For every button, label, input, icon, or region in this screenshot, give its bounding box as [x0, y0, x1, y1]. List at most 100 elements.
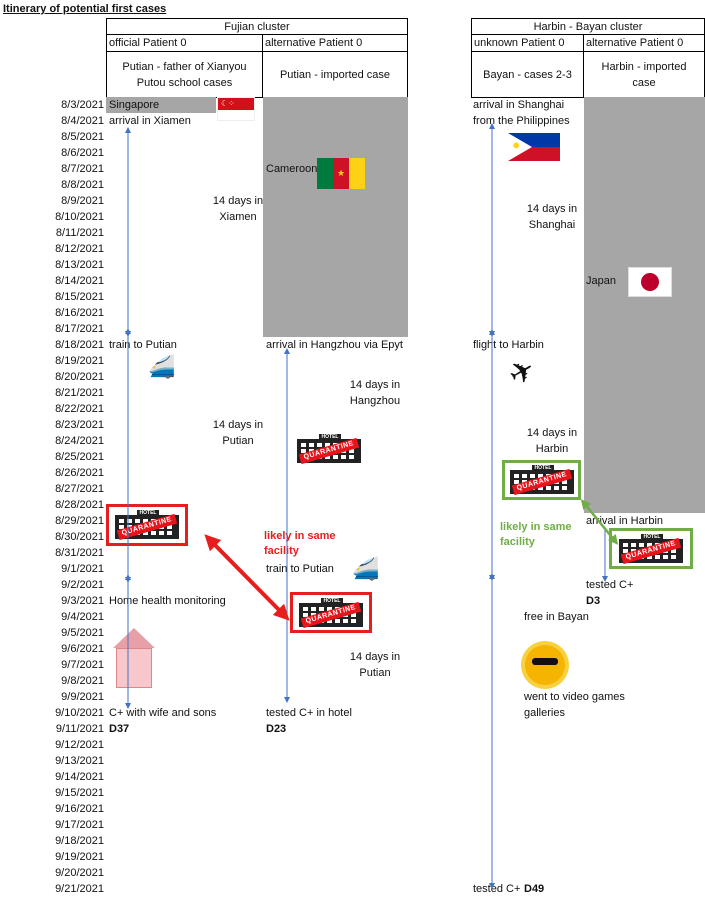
date-label: 8/4/2021: [61, 115, 104, 127]
window: [303, 613, 308, 617]
singapore-label: Singapore: [109, 99, 160, 111]
date-label: 9/7/2021: [61, 659, 104, 671]
flight-harbin-label: flight to Harbin: [473, 339, 544, 351]
hotel-sign: HOTEL: [137, 510, 159, 517]
window: [119, 525, 124, 529]
fujian-col1-desc: Putian - father of Xianyou Putou school …: [106, 51, 263, 98]
train-icon: 🚄: [148, 354, 176, 379]
cameroon-label: Cameroon: [266, 163, 318, 175]
tested-positive-label: tested C+: [586, 579, 634, 591]
date-label: 8/5/2021: [61, 131, 104, 143]
date-label: 9/4/2021: [61, 611, 104, 623]
days-hangzhou-label: 14 days in Hangzhou: [349, 379, 401, 407]
gray-fill: [263, 97, 408, 337]
day-count: D3: [586, 595, 601, 607]
date-label: 9/16/2021: [55, 803, 104, 815]
sun-sunglasses-icon: [520, 640, 570, 690]
date-label: 9/5/2021: [61, 627, 104, 639]
fujian-col1-header: official Patient 0: [106, 34, 263, 52]
window: [671, 555, 676, 559]
window: [333, 455, 338, 459]
window: [143, 531, 148, 535]
window: [351, 619, 356, 623]
date-label: 8/17/2021: [55, 323, 104, 335]
harbin-cluster-header: Harbin - Bayan cluster: [471, 18, 705, 35]
home-monitoring-label: Home health monitoring: [109, 595, 226, 607]
date-label: 9/1/2021: [61, 563, 104, 575]
date-label: 9/6/2021: [61, 643, 104, 655]
tested-positive-label: tested C+ in hotel: [266, 707, 352, 719]
date-label: 8/26/2021: [55, 467, 104, 479]
date-label: 8/14/2021: [55, 275, 104, 287]
window: [530, 474, 535, 478]
japan-flag-icon: [628, 267, 672, 297]
airplane-icon: ✈: [503, 351, 542, 394]
window: [546, 486, 551, 490]
days-harbin-label: 14 days in Harbin: [526, 427, 578, 455]
window: [167, 525, 172, 529]
quarantine-highlight-box: [609, 528, 693, 569]
hotel-sign: HOTEL: [641, 534, 663, 541]
quarantine-highlight-box: [502, 460, 581, 500]
window: [341, 455, 346, 459]
harbin-col1-header: unknown Patient 0: [471, 34, 584, 52]
window: [335, 619, 340, 623]
page-title: Itinerary of potential first cases: [3, 3, 167, 15]
date-label: 8/13/2021: [55, 259, 104, 271]
arrival-xiamen-label: arrival in Xiamen: [109, 115, 191, 127]
date-label: 8/25/2021: [55, 451, 104, 463]
train-putian-label: train to Putian: [266, 563, 334, 575]
harbin-col1-desc: Bayan - cases 2-3: [471, 51, 584, 98]
window: [119, 519, 124, 523]
date-label: 8/9/2021: [61, 195, 104, 207]
harbin-col2-header: alternative Patient 0: [583, 34, 705, 52]
date-label: 9/19/2021: [55, 851, 104, 863]
date-label: 8/10/2021: [55, 211, 104, 223]
cameroon-flag-icon: ★: [317, 158, 365, 189]
quarantine-highlight-box: [106, 504, 188, 546]
days-shanghai-label: 14 days in Shanghai: [526, 203, 578, 231]
date-label: 8/11/2021: [55, 227, 104, 239]
quarantine-highlight-box: [290, 592, 372, 633]
hotel-sign: HOTEL: [532, 465, 554, 472]
train-putian-label: train to Putian: [109, 339, 177, 351]
date-label: 9/11/2021: [55, 723, 104, 735]
window: [623, 543, 628, 547]
window: [303, 607, 308, 611]
tested-positive-label: tested C+: [473, 883, 521, 895]
gray-fill: [584, 97, 705, 513]
window: [309, 443, 314, 447]
window: [327, 619, 332, 623]
date-label: 9/21/2021: [55, 883, 104, 895]
date-label: 8/24/2021: [55, 435, 104, 447]
date-label: 8/23/2021: [55, 419, 104, 431]
singapore-flag-icon: ☾⁘: [217, 97, 255, 121]
window: [623, 549, 628, 553]
arrival-shanghai-label: arrival in Shanghai from the Philippines: [473, 99, 570, 127]
window: [319, 607, 324, 611]
window: [562, 486, 567, 490]
window: [151, 531, 156, 535]
harbin-col2-desc: Harbin - imported case: [583, 51, 705, 98]
date-label: 8/31/2021: [55, 547, 104, 559]
window: [349, 449, 354, 453]
date-label: 8/30/2021: [55, 531, 104, 543]
date-label: 9/18/2021: [55, 835, 104, 847]
date-label: 8/7/2021: [61, 163, 104, 175]
window: [522, 474, 527, 478]
window: [514, 480, 519, 484]
window: [671, 549, 676, 553]
window: [514, 474, 519, 478]
window: [317, 443, 322, 447]
date-label: 9/10/2021: [55, 707, 104, 719]
date-label: 8/29/2021: [55, 515, 104, 527]
arrival-hangzhou-label: arrival in Hangzhou via Epyt: [266, 339, 403, 351]
date-label: 8/28/2021: [55, 499, 104, 511]
fujian-col2-header: alternative Patient 0: [262, 34, 408, 52]
date-label: 9/9/2021: [61, 691, 104, 703]
window: [127, 519, 132, 523]
